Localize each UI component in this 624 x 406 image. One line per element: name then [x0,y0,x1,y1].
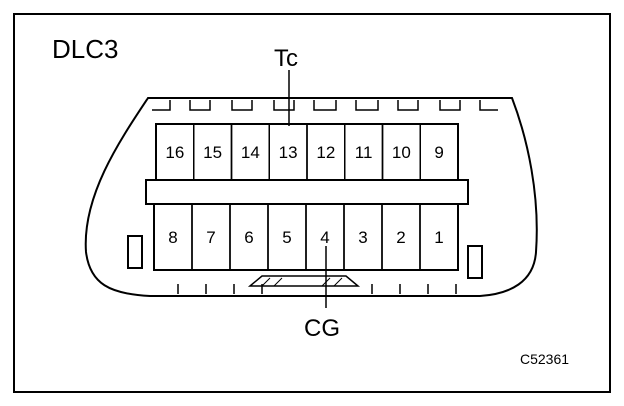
figure-frame [13,13,611,393]
pin-number-15: 15 [203,143,222,162]
pin-number-1: 1 [434,228,443,247]
pin-number-16: 16 [165,143,184,162]
pin-number-2: 2 [396,228,405,247]
pin-number-7: 7 [206,228,215,247]
pin-number-11: 11 [355,143,373,162]
bottom-pin-row: 8 7 6 5 4 3 2 1 [153,203,459,271]
pin-number-13: 13 [279,143,298,162]
pin-number-10: 10 [392,143,411,162]
pin-number-14: 14 [241,143,260,162]
left-latch [127,235,143,269]
pin-number-3: 3 [358,228,367,247]
cg-callout-label: CG [304,315,340,342]
right-latch [467,245,483,279]
pin-number-6: 6 [244,228,253,247]
pin-number-4: 4 [320,228,329,247]
pin-cell-1 [419,203,459,271]
figure-code: C52361 [520,351,569,367]
pin-number-8: 8 [168,228,177,247]
housing-top-ribbing [152,100,498,111]
tc-callout-label: Tc [274,45,298,72]
pin-number-12: 12 [316,143,335,162]
pin-number-9: 9 [434,143,443,162]
top-pin-row: 16 15 14 13 12 11 10 9 [155,123,459,181]
connector-center-bar [145,179,469,205]
connector-key-notch [247,275,361,287]
notch-hatching [261,277,343,287]
housing-bottom-ribbing [177,284,457,294]
figure-title: DLC3 [52,34,118,64]
pin-number-5: 5 [282,228,291,247]
connector-housing [84,97,538,297]
pin-cell-9 [419,123,459,181]
